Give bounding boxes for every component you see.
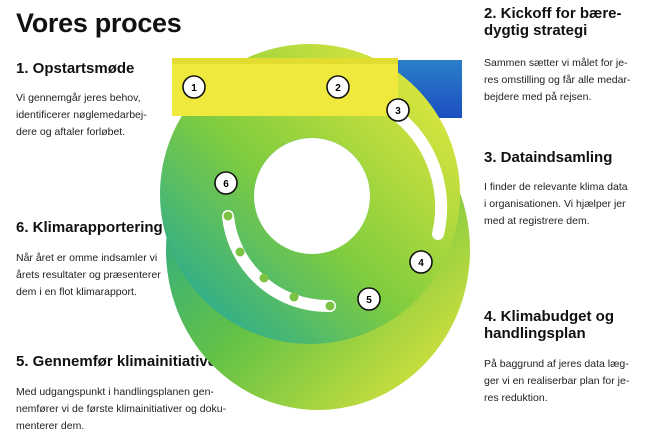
step-1-line-1: Vi gennemgår jeres behov,	[16, 92, 141, 104]
top-bar-shade	[172, 58, 398, 64]
track-dots	[223, 211, 335, 311]
track-dot	[325, 301, 335, 311]
step-6-description: Når året er omme indsamler vi årets resu…	[16, 250, 188, 301]
step-6-line-1: Når året er omme indsamler vi	[16, 252, 158, 264]
step-2-line-2: res omstilling og får alle medar-	[484, 74, 631, 86]
step-marker-5-number: 5	[366, 295, 372, 306]
step-2-heading: 2. Kickoff for bære- dygtig strategi	[484, 5, 622, 39]
step-4-line-2: ger vi en realiserbar plan for je-	[484, 375, 630, 387]
step-4-heading-line-1: 4. Klimabudget og	[484, 308, 615, 325]
step-3-heading: 3. Dataindsamling	[484, 149, 613, 166]
step-4-line-3: res reduktion.	[484, 392, 548, 404]
track-dot	[235, 247, 245, 257]
step-6-heading: 6. Klimarapportering	[16, 219, 163, 236]
step-1-line-2: identificerer nøglemedarbej-	[16, 109, 147, 121]
page-title: Vores proces	[16, 8, 182, 38]
step-1-heading: 1. Opstartsmøde	[16, 60, 135, 77]
step-2-line-3: bejdere med på rejsen.	[484, 91, 592, 103]
step-5-line-1: Med udgangspunkt i handlingsplanen gen-	[16, 386, 214, 398]
step-5-heading: 5. Gennemfør klimainitiativer	[16, 353, 222, 370]
step-6-line-3: dem i en flot klimarapport.	[16, 286, 137, 298]
progress-track	[392, 110, 448, 240]
step-marker-3-number: 3	[395, 106, 401, 117]
step-3-line-2: i organisationen. Vi hjælper jer	[484, 198, 626, 210]
step-marker-4: 4	[409, 250, 433, 274]
step-3-line-1: I finder de relevante klima data	[484, 181, 628, 193]
step-5-line-2: nemfører vi de første klimainitiativer o…	[16, 403, 227, 415]
track-dot	[289, 292, 299, 302]
step-marker-3: 3	[386, 98, 410, 122]
step-3-line-3: med at registrere dem.	[484, 215, 590, 227]
step-1-description: Vi gennemgår jeres behov, identificerer …	[16, 90, 170, 141]
step-1-line-3: dere og aftaler forløbet.	[16, 126, 126, 138]
track-dot	[259, 273, 269, 283]
step-marker-2-number: 2	[335, 83, 341, 94]
ring-hole	[254, 138, 370, 254]
step-marker-4-number: 4	[418, 258, 424, 269]
step-2-line-1: Sammen sætter vi målet for je-	[484, 57, 628, 69]
step-marker-5: 5	[357, 287, 381, 311]
step-2-heading-line-1: 2. Kickoff for bære-	[484, 5, 622, 22]
step-marker-1-number: 1	[191, 83, 197, 94]
step-3-description: I finder de relevante klima data i organ…	[484, 179, 656, 230]
step-5-line-3: menterer dem.	[16, 420, 85, 432]
top-bar	[172, 58, 398, 116]
step-marker-1: 1	[182, 75, 206, 99]
step-2-description: Sammen sætter vi målet for je- res omsti…	[484, 55, 656, 106]
track-dot	[223, 211, 233, 221]
step-4-description: På baggrund af jeres data læg- ger vi en…	[484, 356, 656, 407]
step-2-heading-line-2: dygtig strategi	[484, 22, 588, 39]
step-marker-6: 6	[214, 171, 238, 195]
step-5-description: Med udgangspunkt i handlingsplanen gen- …	[16, 384, 252, 435]
step-4-line-1: På baggrund af jeres data læg-	[484, 358, 629, 370]
step-6-line-2: årets resultater og præsenterer	[16, 269, 161, 281]
step-4-heading: 4. Klimabudget og handlingsplan	[484, 308, 614, 342]
step-4-heading-line-2: handlingsplan	[484, 325, 586, 342]
step-marker-6-number: 6	[223, 179, 229, 190]
step-marker-2: 2	[326, 75, 350, 99]
